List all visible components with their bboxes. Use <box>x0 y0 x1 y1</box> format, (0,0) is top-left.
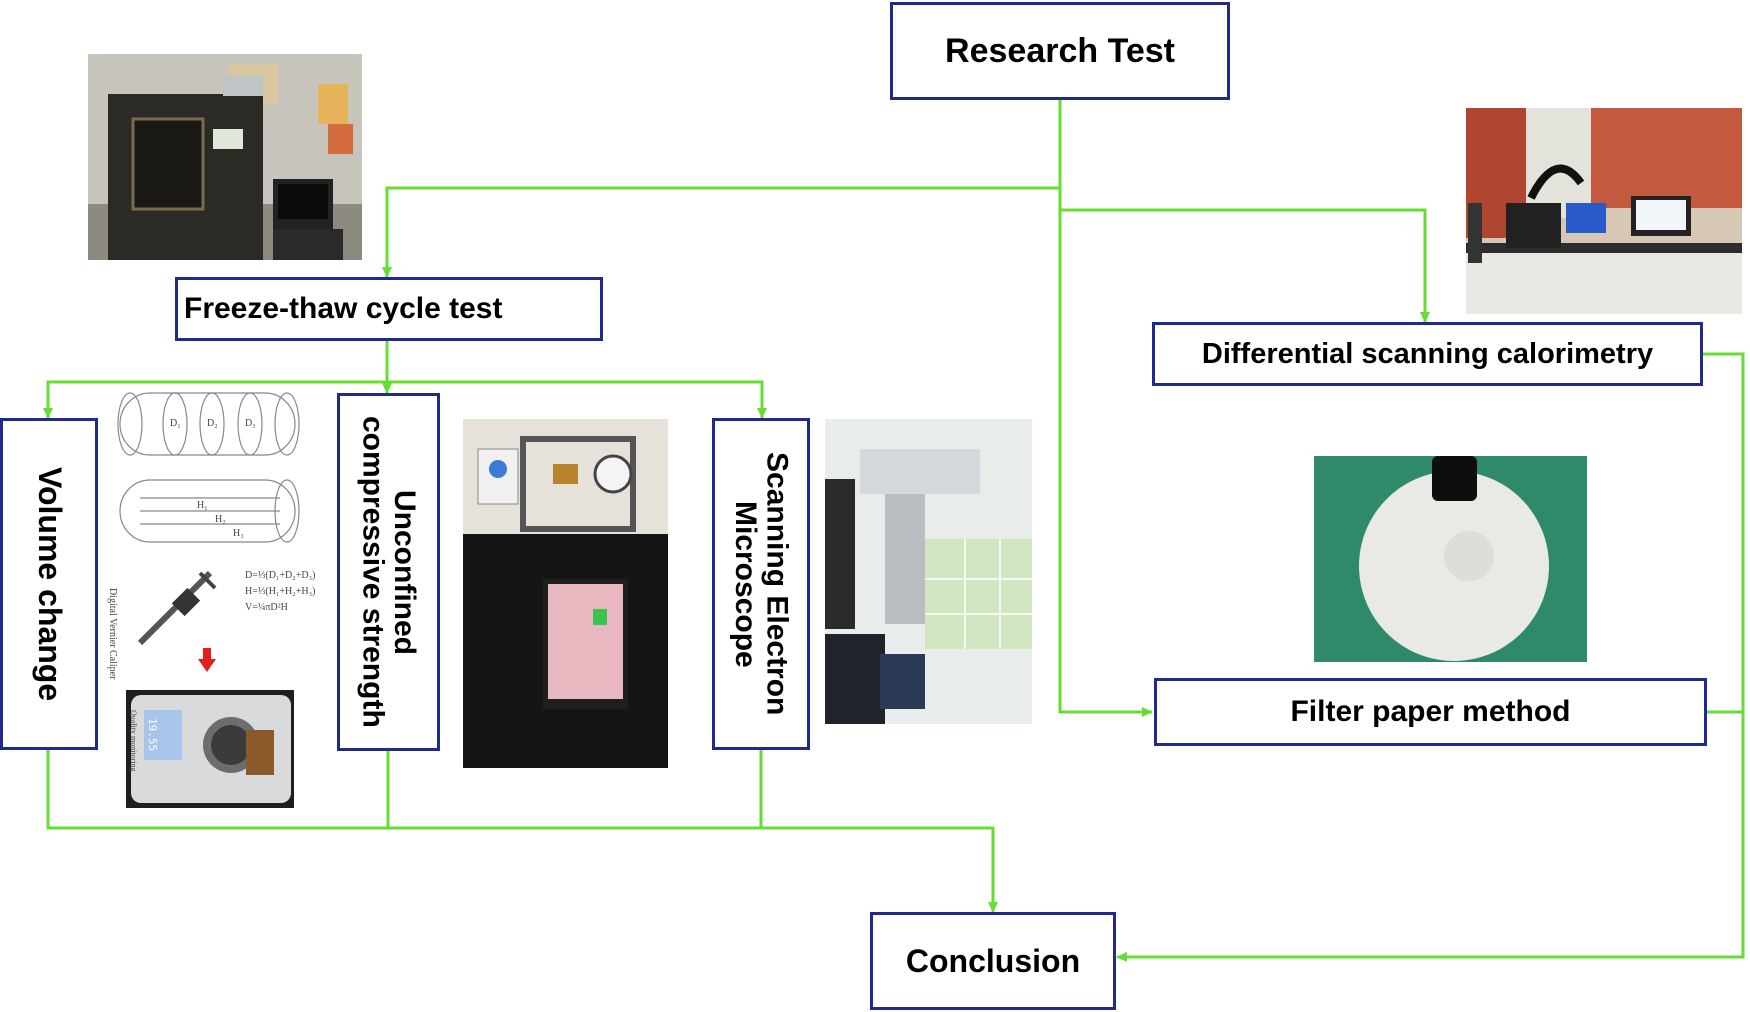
arrow-to-sem <box>387 380 767 419</box>
volume-measurement-sketch: D₁ D₂ D₃ H₁ H₂ H₃ Digital Vernier Calipe… <box>107 388 315 818</box>
scale-label: Quality monitoring <box>129 710 138 772</box>
filter-paper-photo <box>1314 456 1587 662</box>
dsc-label: Differential scanning calorimetry <box>1201 337 1654 370</box>
volume-change-label: Volume change <box>31 466 68 702</box>
research-test-label: Research Test <box>945 31 1175 70</box>
volume-change-box: Volume change <box>0 418 98 750</box>
arrow-to-volume-change <box>43 380 387 419</box>
filter-paper-label: Filter paper method <box>1290 695 1571 728</box>
arrow-to-filter-paper <box>1058 188 1153 717</box>
balance-scale-photo: 19.55 Quality monitoring <box>126 690 294 808</box>
diameter-3-label: D₃ <box>245 418 256 429</box>
diameter-2-label: D₂ <box>207 418 218 429</box>
dsc-out <box>1116 352 1745 962</box>
formula-d: D=⅓(D₁+D₂+D₃) <box>245 570 316 581</box>
merge-line <box>46 750 998 913</box>
ucs-box: Unconfined compressive strength <box>337 393 440 751</box>
arrow-to-freeze-thaw <box>382 186 1060 278</box>
ucs-label: Unconfined compressive strength <box>356 416 422 728</box>
conclusion-box: Conclusion <box>870 912 1116 1010</box>
down-arrow-icon <box>198 648 216 672</box>
freeze-thaw-label: Freeze-thaw cycle test <box>184 292 503 325</box>
arrow-to-dsc <box>1060 208 1430 323</box>
diameter-1-label: D₁ <box>170 418 181 429</box>
height-3-label: H₃ <box>233 528 244 539</box>
research-test-box: Research Test <box>890 2 1230 100</box>
formula-h: H=⅓(H₁+H₂+H₃) <box>245 586 316 597</box>
caliper-icon <box>130 563 220 653</box>
caliper-label: Digital Vernier Caliper <box>107 588 118 680</box>
freeze-thaw-box: Freeze-thaw cycle test <box>175 277 603 341</box>
filter-paper-box: Filter paper method <box>1154 678 1707 746</box>
sem-photo <box>825 419 1032 724</box>
scale-reading: 19.55 <box>146 718 159 752</box>
height-2-label: H₂ <box>215 514 226 525</box>
sem-box: Scanning Electron Microscope <box>712 418 810 750</box>
conclusion-label: Conclusion <box>905 942 1081 979</box>
dsc-instrument-photo <box>1466 108 1742 314</box>
freeze-thaw-chamber-photo <box>88 54 362 260</box>
height-1-label: H₁ <box>197 500 208 511</box>
sem-label: Scanning Electron Microscope <box>729 452 794 716</box>
dsc-box: Differential scanning calorimetry <box>1152 322 1703 386</box>
formula-v: V=¼πD²H <box>245 602 288 613</box>
ucs-apparatus-photo <box>463 419 668 768</box>
